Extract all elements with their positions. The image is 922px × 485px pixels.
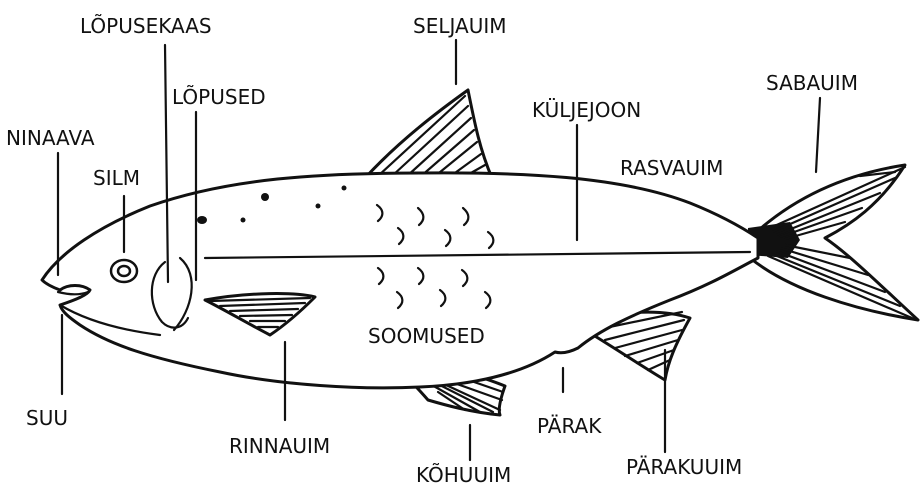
label-lopusekaas: LÕPUSEKAAS bbox=[80, 14, 212, 38]
tail-fin bbox=[748, 165, 918, 320]
label-kohuuim: KÕHUUIM bbox=[416, 463, 511, 485]
label-seljauim: SELJAUIM bbox=[413, 14, 507, 38]
label-rinnauim: RINNAUIM bbox=[229, 434, 330, 458]
label-ninaava: NINAAVA bbox=[6, 126, 95, 150]
eye-icon bbox=[111, 260, 137, 282]
label-silm: SILM bbox=[93, 166, 140, 190]
dorsal-fin bbox=[365, 90, 492, 178]
label-soomused: SOOMUSED bbox=[368, 324, 485, 348]
label-parak: PÄRAK bbox=[537, 414, 602, 438]
label-kuljejoon: KÜLJEJOON bbox=[532, 98, 641, 122]
label-parakuuim: PÄRAKUUIM bbox=[626, 455, 742, 479]
label-rasvauim: RASVAUIM bbox=[620, 156, 723, 180]
label-suu: SUU bbox=[26, 406, 68, 430]
label-sabauim: SABAUIM bbox=[766, 71, 858, 95]
label-lopused: LÕPUSED bbox=[172, 85, 266, 109]
